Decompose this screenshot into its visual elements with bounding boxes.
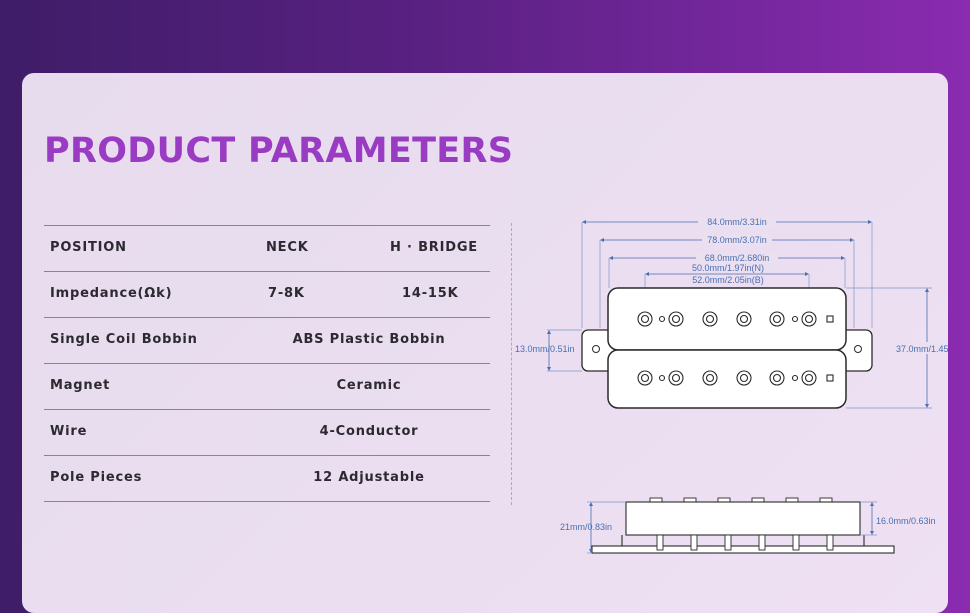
row-value: ABS Plastic Bobbin [292,332,446,347]
dim-body-length: 68.0mm/2.680in [705,253,770,263]
table-row: Impedance(Ωk) 7-8K 14-15K [44,271,490,317]
row-label: Single Coil Bobbin [50,332,198,347]
row-label: Impedance(Ωk) [50,286,173,301]
row-value: 12 Adjustable [313,470,425,485]
dim-mount-height: 13.0mm/0.51in [515,344,575,354]
pickup-top-view [581,287,873,409]
table-row: Pole Pieces 12 Adjustable [44,455,490,502]
parameters-table: POSITION NECK H · BRIDGE Impedance(Ωk) 7… [44,225,490,502]
table-row: Magnet Ceramic [44,363,490,409]
pickup-side-view [591,497,895,554]
impedance-bridge-value: 14-15K [402,286,459,301]
page-title: PRODUCT PARAMETERS [44,131,514,171]
row-value: Ceramic [336,378,402,393]
row-label: Magnet [50,378,111,393]
parameters-card: PRODUCT PARAMETERS POSITION NECK H · BRI… [22,73,948,613]
impedance-neck-value: 7-8K [268,286,305,301]
dim-total-length: 84.0mm/3.31in [707,217,767,227]
table-header-row: POSITION NECK H · BRIDGE [44,225,490,271]
dim-mount-length: 78.0mm/3.07in [707,235,767,245]
dim-total-height: 21mm/0.83in [560,522,612,532]
pickup-dimension-diagram: 84.0mm/3.31in 78.0mm/3.07in 68.0mm/2.680… [515,217,948,554]
dim-pole-spacing-neck: 50.0mm/1.97in(N) [692,263,764,273]
dim-pole-spacing-bridge: 52.0mm/2.05in(B) [692,275,764,285]
header-bridge: H · BRIDGE [390,240,478,255]
row-label: Pole Pieces [50,470,143,485]
row-value: 4-Conductor [319,424,419,439]
header-position: POSITION [50,240,127,255]
dim-body-width: 37.0mm/1.45in [896,344,948,354]
table-row: Wire 4-Conductor [44,409,490,455]
header-neck: NECK [266,240,309,255]
table-row: Single Coil Bobbin ABS Plastic Bobbin [44,317,490,363]
section-divider [511,223,512,505]
dim-body-height: 16.0mm/0.63in [876,516,936,526]
row-label: Wire [50,424,88,439]
